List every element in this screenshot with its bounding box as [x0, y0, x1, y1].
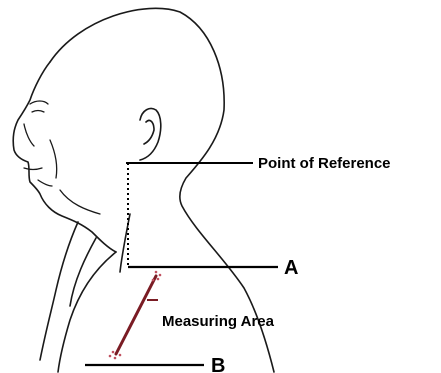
- eye: [32, 111, 44, 113]
- reference-lines: [85, 163, 278, 365]
- measuring-area-label: Measuring Area: [162, 313, 275, 330]
- face-profile: [13, 62, 116, 252]
- ear: [140, 108, 161, 160]
- line-a-label: A: [284, 257, 298, 279]
- chin-line: [38, 180, 52, 186]
- collar-inner-line: [70, 238, 96, 306]
- collar-line: [40, 222, 78, 360]
- nose-line: [24, 124, 34, 146]
- eyebrow: [30, 101, 48, 104]
- cheek-line: [50, 140, 57, 178]
- line-b-label: B: [211, 355, 225, 373]
- ear-outer: [140, 108, 161, 160]
- face-features: [24, 101, 100, 214]
- measuring-area-marker: [109, 271, 162, 360]
- mouth: [24, 168, 42, 170]
- ear-inner: [144, 120, 154, 144]
- jaw-line: [60, 190, 100, 214]
- throat-line: [58, 252, 116, 372]
- measuring-segment: [116, 276, 156, 354]
- reference-label: Point of Reference: [258, 155, 391, 172]
